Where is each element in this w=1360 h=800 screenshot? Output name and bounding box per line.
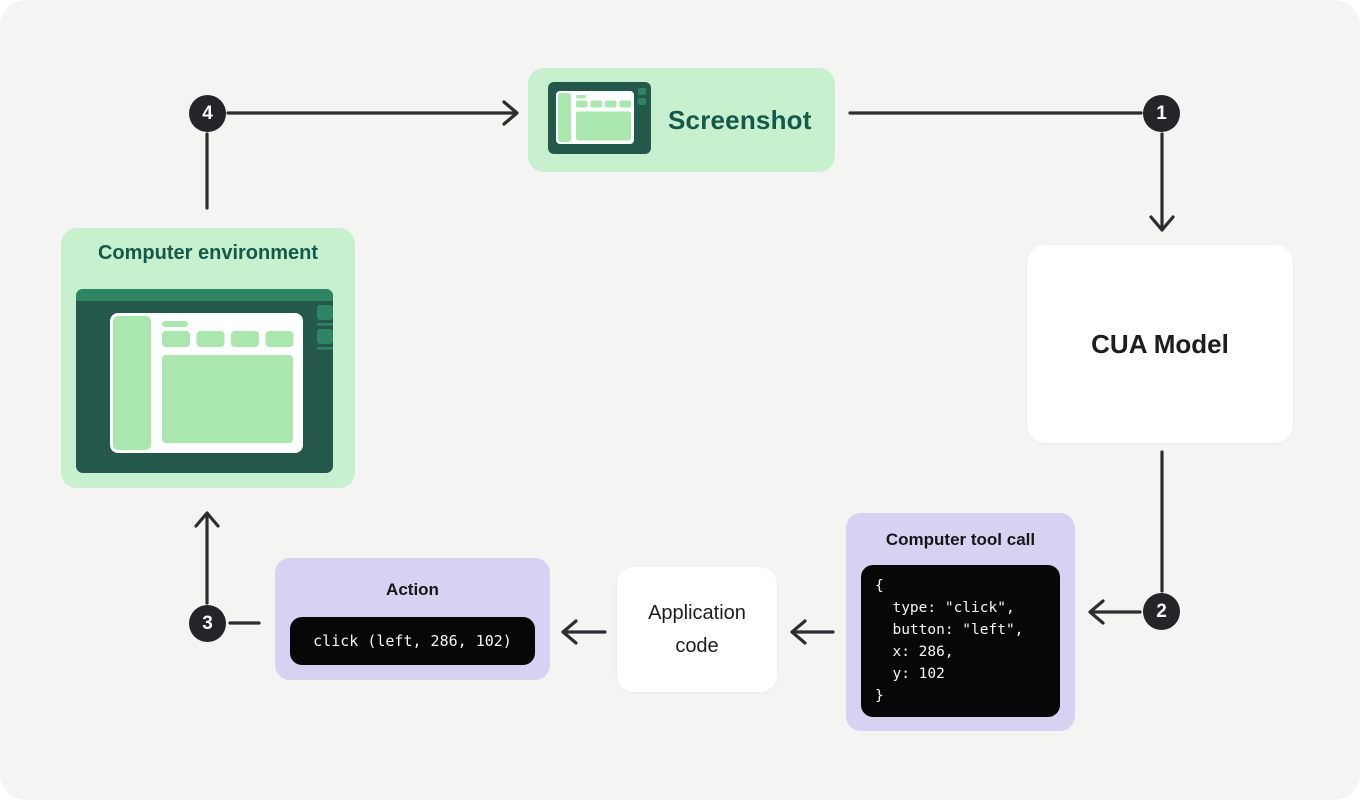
step-badge-2: 2 [1143, 593, 1180, 630]
arrow-application-code-to-action [561, 619, 607, 645]
computer-tool-call-code: { type: "click", button: "left", x: 286,… [861, 565, 1060, 717]
arrow-step2-to-tool-call [1088, 599, 1142, 625]
action-node: Action click (left, 286, 102) [275, 558, 550, 680]
arrow-tool-call-to-application-code [790, 619, 835, 645]
step-badge-1: 1 [1143, 95, 1180, 132]
computer-environment-label: Computer environment [97, 242, 319, 264]
screenshot-label: Screenshot [668, 104, 812, 135]
action-label: Action [386, 580, 439, 599]
application-code-node: Application code [617, 567, 777, 692]
cua-model-node: CUA Model [1027, 245, 1293, 443]
arrow-step4-to-screenshot [226, 100, 519, 126]
arrow-step1-to-cua-model [1149, 132, 1175, 232]
step-badge-3: 3 [189, 605, 226, 642]
application-code-label: Application code [648, 601, 746, 657]
step-badge-4: 4 [189, 95, 226, 132]
computer-tool-call-node: Computer tool call { type: "click", butt… [846, 513, 1075, 731]
screenshot-node: Screenshot [528, 68, 835, 172]
computer-tool-call-label: Computer tool call [885, 530, 1036, 549]
cua-model-label: CUA Model [1091, 328, 1229, 359]
desktop-environment-illustration [76, 289, 333, 473]
arrow-step3-to-environment [194, 511, 220, 605]
computer-environment-node: Computer environment [61, 228, 355, 488]
action-code: click (left, 286, 102) [290, 617, 535, 665]
screenshot-monitor-icon [548, 81, 651, 159]
